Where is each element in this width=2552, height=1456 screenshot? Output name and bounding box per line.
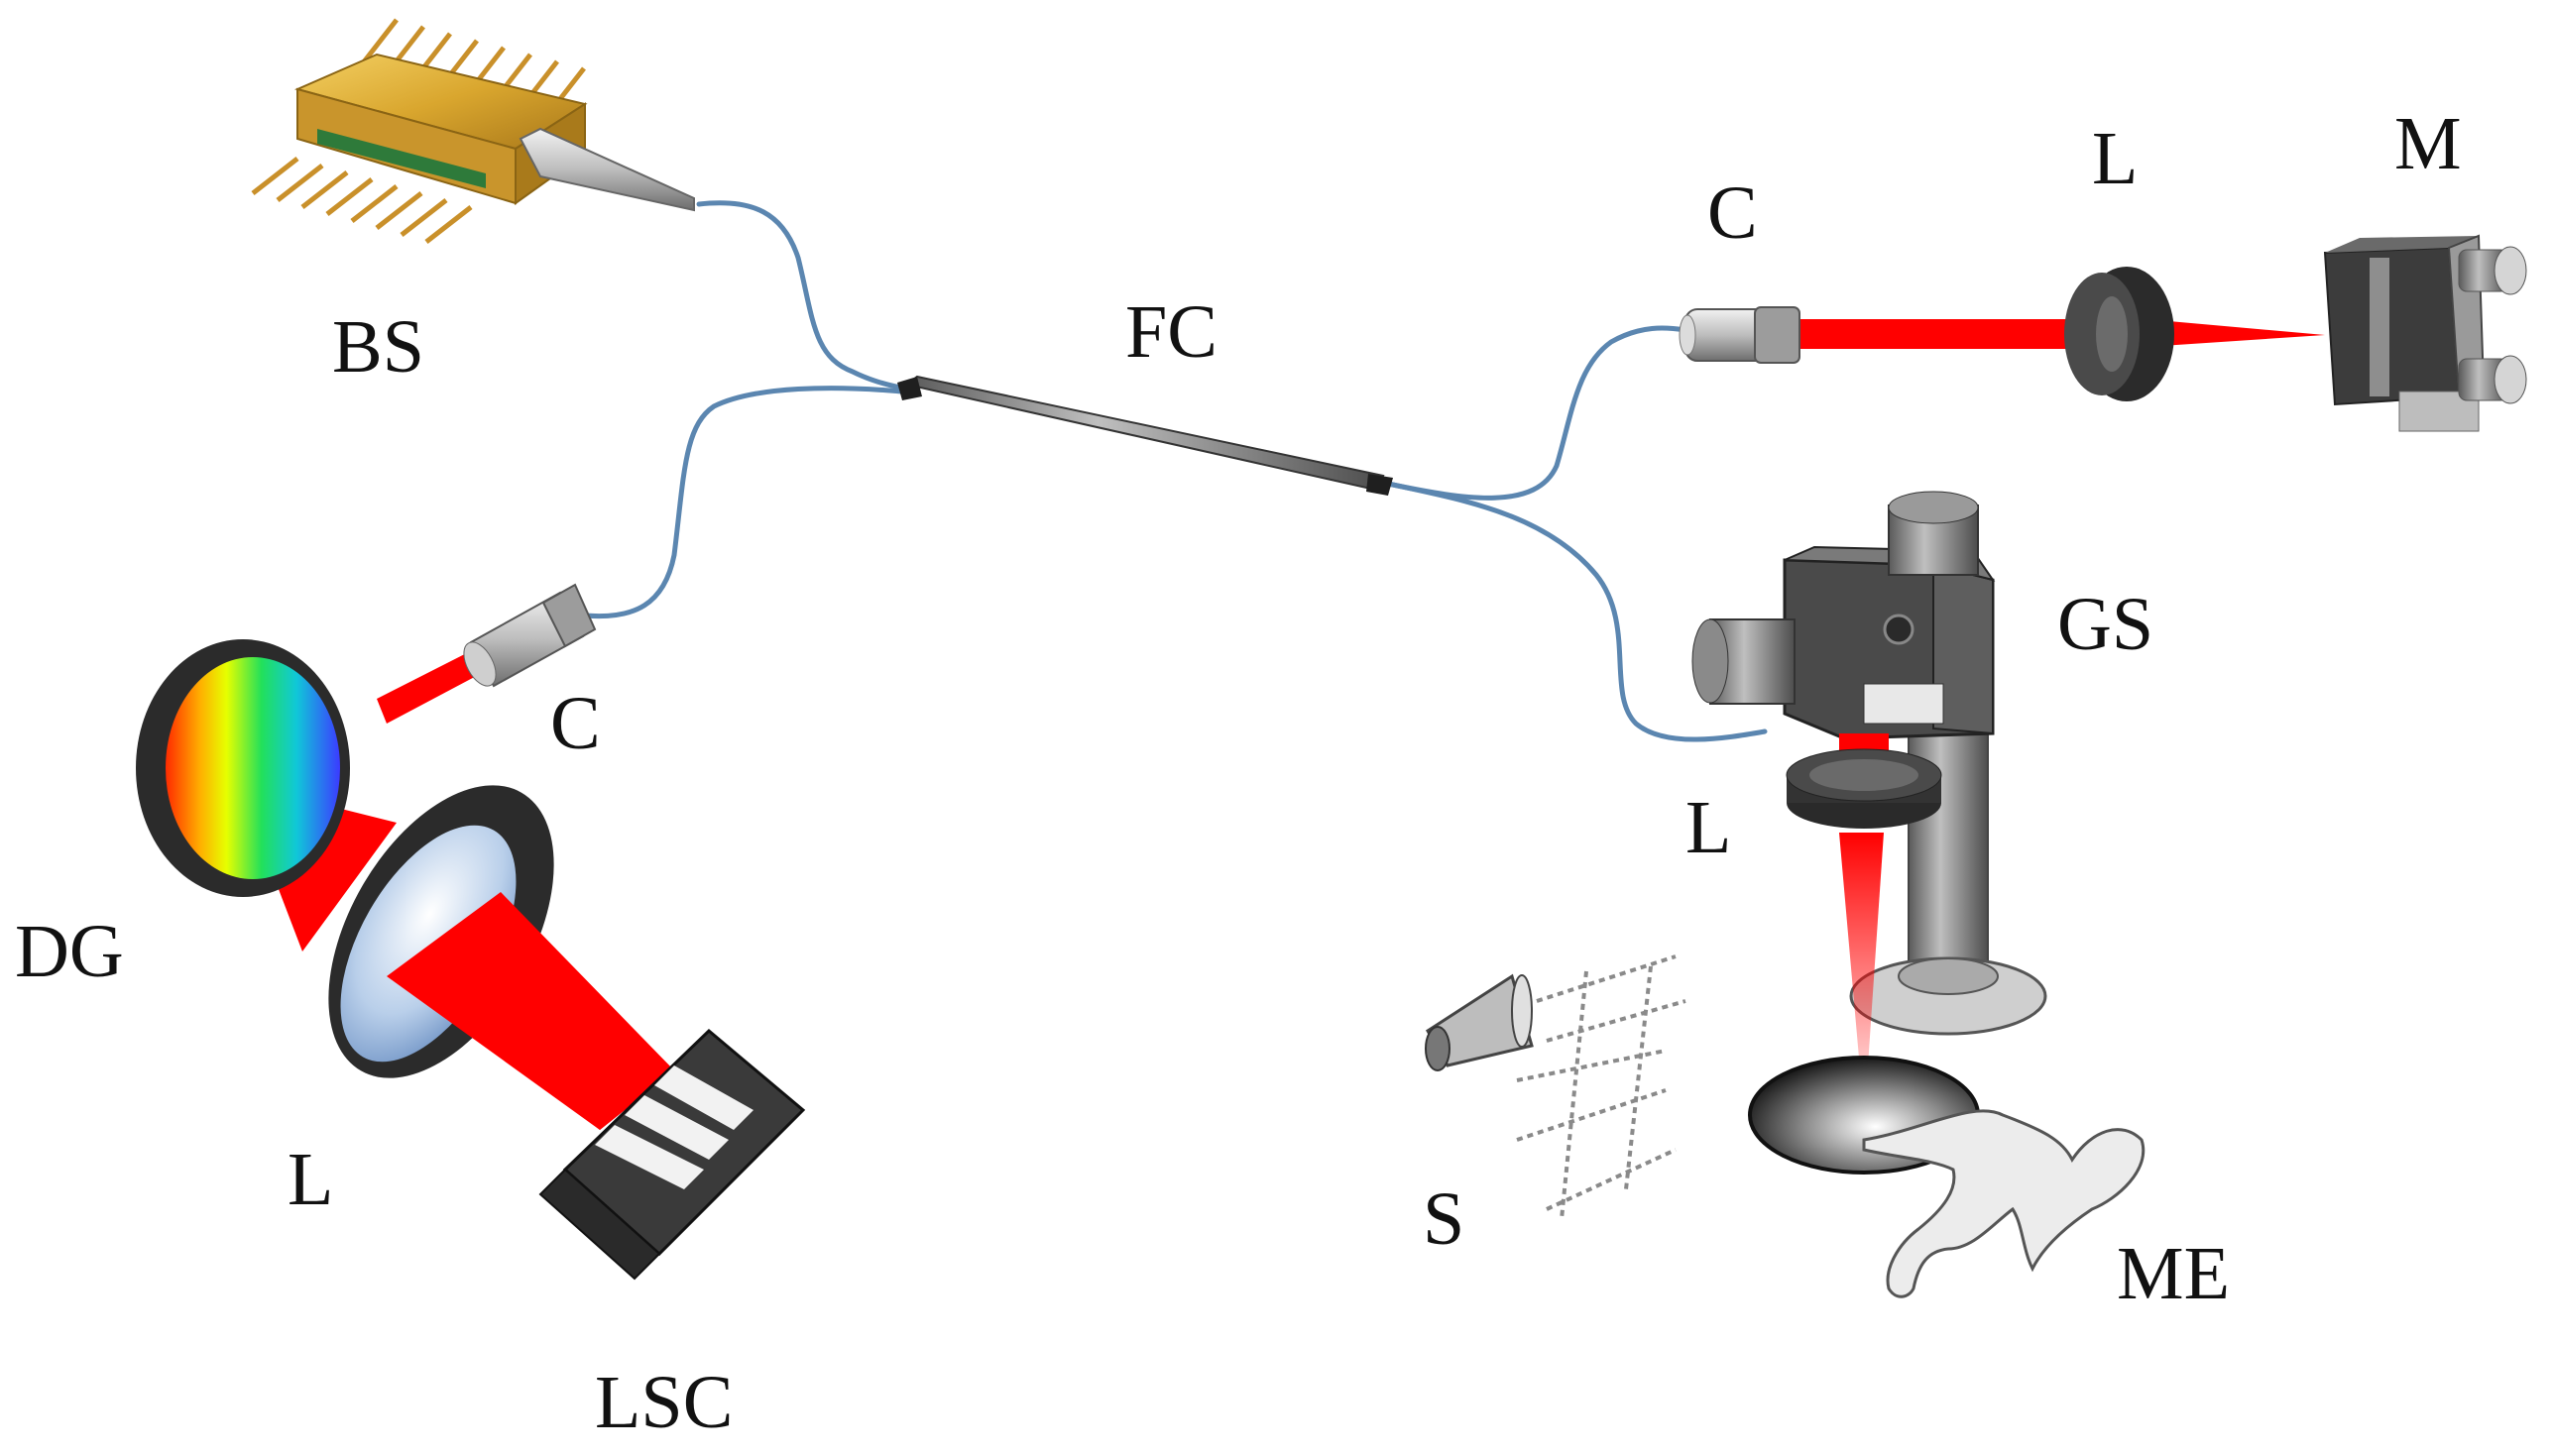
- reference-beam: [1790, 319, 2092, 349]
- label-s: S: [1423, 1177, 1464, 1261]
- diffraction-grating: [136, 639, 350, 897]
- coupler-right-cap: [1366, 474, 1393, 496]
- scan-lens: [1786, 748, 1942, 829]
- lens-left-output-beam: [387, 892, 674, 1130]
- mirror-knob-top: [2458, 246, 2527, 295]
- label-dg: DG: [15, 910, 124, 993]
- collimator-top: [1679, 306, 1800, 364]
- fiber-left-collimator-to-coupler: [582, 386, 915, 619]
- label-bs: BS: [332, 305, 424, 389]
- label-gs: GS: [2057, 583, 2153, 666]
- lens-top: [2064, 267, 2174, 401]
- middle-ear-sample: ME: [1748, 1056, 2230, 1315]
- fiber-coupler: FC: [897, 290, 1393, 496]
- reference-arm: C L M: [1679, 102, 2527, 432]
- fiber-bs-to-coupler: [696, 200, 915, 392]
- label-fc: FC: [1125, 290, 1218, 374]
- line-scan-camera: [538, 1028, 806, 1281]
- fiber-coupler-to-top-collimator: [1385, 325, 1688, 501]
- mirror-knob-bottom: [2458, 355, 2527, 404]
- source-pins-bottom: [251, 157, 473, 244]
- galvo-scanner: GS L: [1685, 491, 2153, 1080]
- label-c-top: C: [1707, 171, 1758, 255]
- label-lsc: LSC: [595, 1361, 733, 1444]
- collimator-left: [463, 583, 597, 688]
- label-c-left: C: [550, 682, 601, 765]
- fiber-coupler-to-galvo: [1385, 481, 1768, 742]
- optical-fibers: [582, 200, 1768, 742]
- coupler-left-cap: [897, 377, 922, 400]
- source-pcb: [317, 129, 486, 188]
- label-m: M: [2394, 102, 2462, 185]
- galvo-beam-lower: [1839, 833, 1884, 1080]
- galvo-post: [1908, 703, 1989, 1002]
- sound-waves: [1516, 954, 1686, 1220]
- reference-beam-focus: [2146, 319, 2325, 347]
- label-l-top: L: [2092, 117, 2138, 200]
- label-l-right: L: [1685, 786, 1731, 869]
- source-fiber-boot: [519, 127, 695, 212]
- coupler-body: [904, 375, 1385, 492]
- speaker: S: [1423, 954, 1686, 1261]
- label-l-left: L: [288, 1138, 333, 1221]
- mirror-mount: [2323, 234, 2527, 432]
- galvo-motor-top: [1888, 491, 1979, 576]
- ossicles: [1862, 1109, 2146, 1298]
- broadband-source: BS: [251, 18, 695, 389]
- spectrometer: C DG L LSC: [15, 583, 806, 1444]
- label-me: ME: [2117, 1232, 2230, 1315]
- galvo-motor-side: [1691, 618, 1796, 705]
